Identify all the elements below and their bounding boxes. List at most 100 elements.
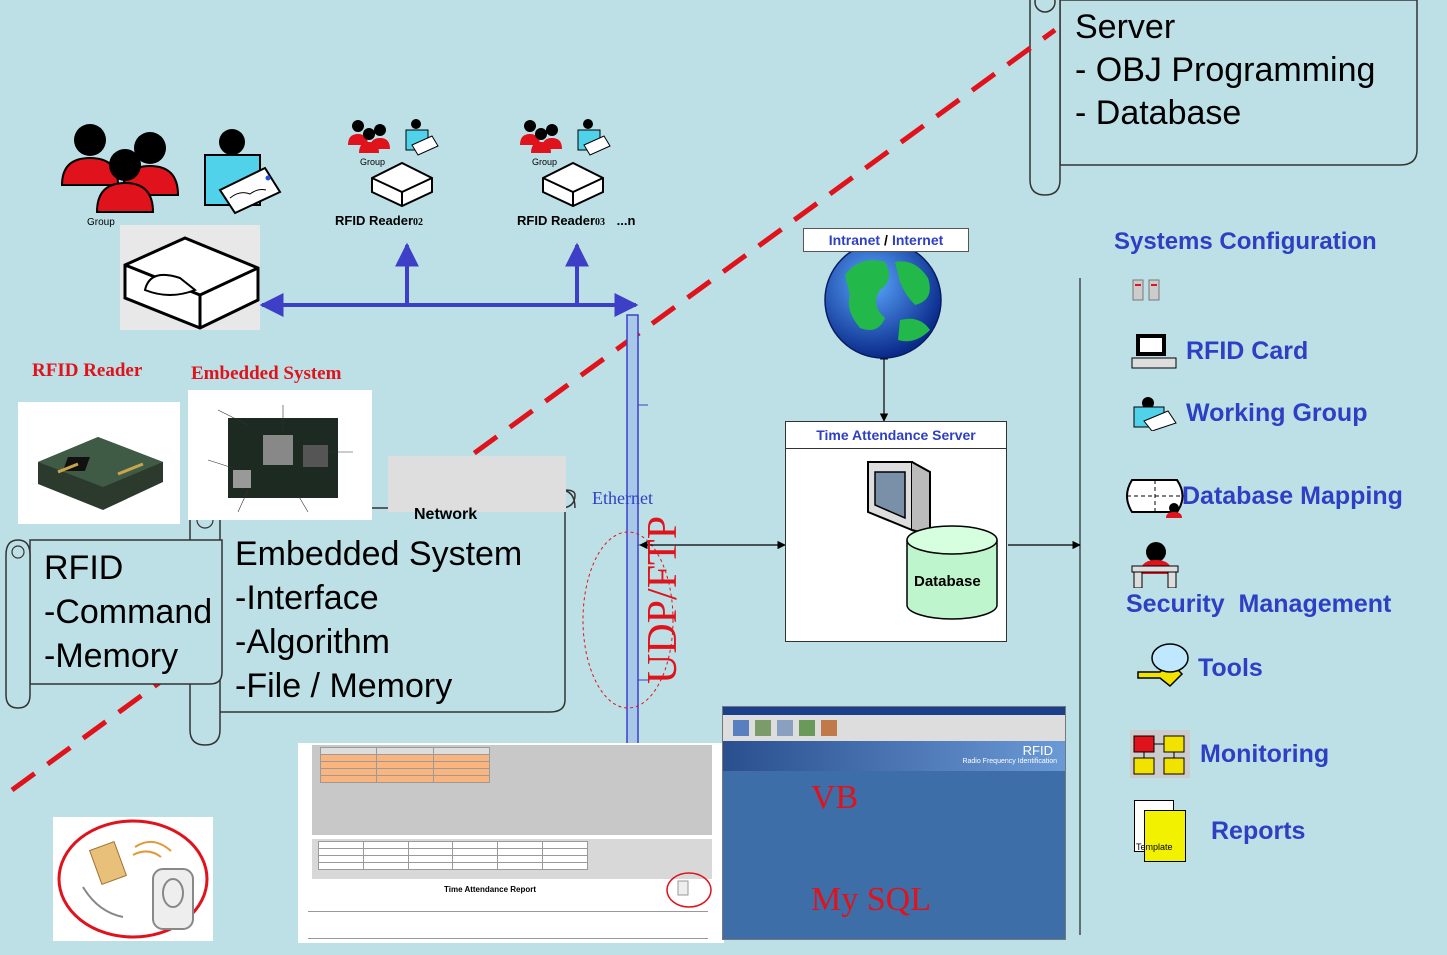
- config-item-label: Monitoring: [1200, 739, 1330, 768]
- globe-icon: [824, 241, 942, 359]
- toolbar-icon: [733, 720, 749, 736]
- rfid-note: RFID -Command -Memory: [44, 546, 212, 678]
- toolbar-icon: [821, 720, 837, 736]
- people-group-icon-02: [348, 119, 439, 156]
- config-item-working-group[interactable]: Working Group: [1130, 395, 1367, 431]
- monitoring-icon: [1130, 730, 1190, 778]
- app-screenshot: RFID Radio Frequency Identification VB M…: [722, 706, 1066, 940]
- rfid-scroll: [5, 539, 223, 709]
- reader-box-03: [542, 161, 604, 208]
- reader-box-main: [120, 225, 260, 330]
- config-item-rfid-card[interactable]: RFID Card: [1130, 330, 1308, 372]
- config-item-security-management[interactable]: Security Management: [1126, 590, 1392, 618]
- embedded-system-photo-label: Embedded System: [191, 363, 342, 384]
- security-desk-icon: [1131, 542, 1179, 588]
- ethernet-label: Ethernet: [592, 488, 653, 508]
- config-item-database-mapping[interactable]: Database Mapping: [1122, 474, 1403, 518]
- reader-02-name: RFID Reader: [335, 213, 414, 228]
- report-title: Time Attendance Report: [444, 885, 537, 894]
- embedded-note-line: -File / Memory: [235, 667, 453, 705]
- network-label: Network: [414, 506, 478, 523]
- config-item-label: Tools: [1198, 653, 1263, 682]
- protocol-label: UDP/FTP: [640, 515, 686, 684]
- rfid-tap-icon: [57, 819, 209, 939]
- rfid-tap-icon-small: [666, 872, 712, 908]
- intranet-text: Intranet: [828, 232, 881, 248]
- lang-vb: VB: [811, 779, 859, 816]
- server-rack-icon: [1132, 279, 1160, 301]
- server-note-line: - Database: [1075, 94, 1242, 132]
- internet-text: Internet: [891, 232, 944, 248]
- config-title: Systems Configuration: [1114, 228, 1377, 255]
- config-item-label: RFID Card: [1186, 336, 1309, 365]
- id-card-icon-main: [204, 129, 282, 215]
- rfid-note-line: -Memory: [44, 637, 179, 675]
- computer-terminal-icon: [1131, 334, 1177, 369]
- boundary-dashed-line: [10, 27, 1057, 793]
- template-label: Template: [1136, 842, 1173, 852]
- id-card-icon: [1133, 397, 1177, 431]
- server-note-line: - OBJ Programming: [1075, 51, 1376, 89]
- reader-03-name: RFID Reader: [517, 213, 596, 228]
- server-box-title: Time Attendance Server: [786, 422, 1006, 449]
- embedded-system-photo: [188, 390, 372, 520]
- embedded-note-line: -Interface: [235, 579, 379, 617]
- toolbar-icon: [777, 720, 793, 736]
- app-toolbar: [723, 715, 1065, 741]
- slash-text: /: [884, 232, 888, 248]
- rfid-tap-photo: [53, 817, 213, 941]
- report-grid-bottom: [312, 839, 712, 879]
- ethernet-bus: [626, 314, 639, 746]
- config-item-tools[interactable]: Tools: [1130, 642, 1263, 694]
- server-scroll: [1029, 0, 1418, 196]
- config-item-monitoring[interactable]: Monitoring: [1130, 730, 1329, 778]
- group-label-main: Group: [87, 217, 115, 228]
- reader-03-sub: 03: [595, 217, 606, 228]
- network-photo: Network: [388, 456, 566, 523]
- rfid-reader-photo-label: RFID Reader: [32, 360, 143, 381]
- toolbar-icon: [799, 720, 815, 736]
- database-mapping-icon: [1126, 479, 1184, 518]
- report-group-table: [319, 747, 491, 783]
- template-icon: Template: [1134, 800, 1186, 862]
- reader-n-label: ...n: [616, 213, 636, 228]
- reader-box-02: [371, 161, 433, 208]
- config-item-label: Reports: [1211, 816, 1306, 845]
- ethernet-ellipse: [582, 531, 674, 709]
- database-label-front: Database: [914, 573, 981, 590]
- rfid-note-line: -Command: [44, 593, 213, 631]
- server-note-line: Server: [1075, 8, 1176, 46]
- group-label-03: Group: [532, 157, 558, 167]
- rfid-note-line: RFID: [44, 549, 124, 587]
- report-shift-table: [318, 841, 588, 870]
- config-item-reports[interactable]: Template Reports: [1134, 800, 1305, 862]
- toolbar-icon: [755, 720, 771, 736]
- group-label-02: Group: [360, 157, 386, 167]
- embedded-note-line: -Algorithm: [235, 623, 390, 661]
- reader-02-sub: 02: [413, 217, 424, 228]
- config-item-label: Working Group: [1186, 398, 1368, 427]
- reader-03-label: RFID Reader03 ...n: [517, 213, 635, 228]
- lang-mysql: My SQL: [811, 881, 931, 918]
- people-group-icon-03: [520, 119, 611, 156]
- server-box-icons: [867, 461, 998, 620]
- rfid-reader-photo: [18, 402, 180, 524]
- people-group-icon-main: [60, 124, 180, 213]
- app-banner: RFID Radio Frequency Identification: [723, 741, 1065, 771]
- app-banner-title: RFID: [1022, 743, 1053, 758]
- app-banner-sub: Radio Frequency Identification: [962, 758, 1057, 765]
- internet-label-box: Intranet / Internet: [803, 228, 969, 252]
- embedded-note-line: Embedded System: [235, 535, 523, 573]
- config-item-label: Database Mapping: [1182, 481, 1403, 510]
- rfid-reader-board-icon: [38, 437, 163, 510]
- embedded-board-icon: [207, 405, 353, 513]
- embedded-note: Embedded System -Interface -Algorithm -F…: [235, 532, 522, 708]
- report-row-lines: [308, 911, 708, 939]
- reader-02-label: RFID Reader02: [335, 213, 423, 228]
- report-screenshot: Time Attendance Report: [298, 743, 724, 943]
- server-note: Server - OBJ Programming - Database: [1075, 6, 1375, 135]
- report-grid-top: [312, 745, 712, 835]
- tools-icon: [1137, 643, 1189, 688]
- app-titlebar: [723, 707, 1065, 715]
